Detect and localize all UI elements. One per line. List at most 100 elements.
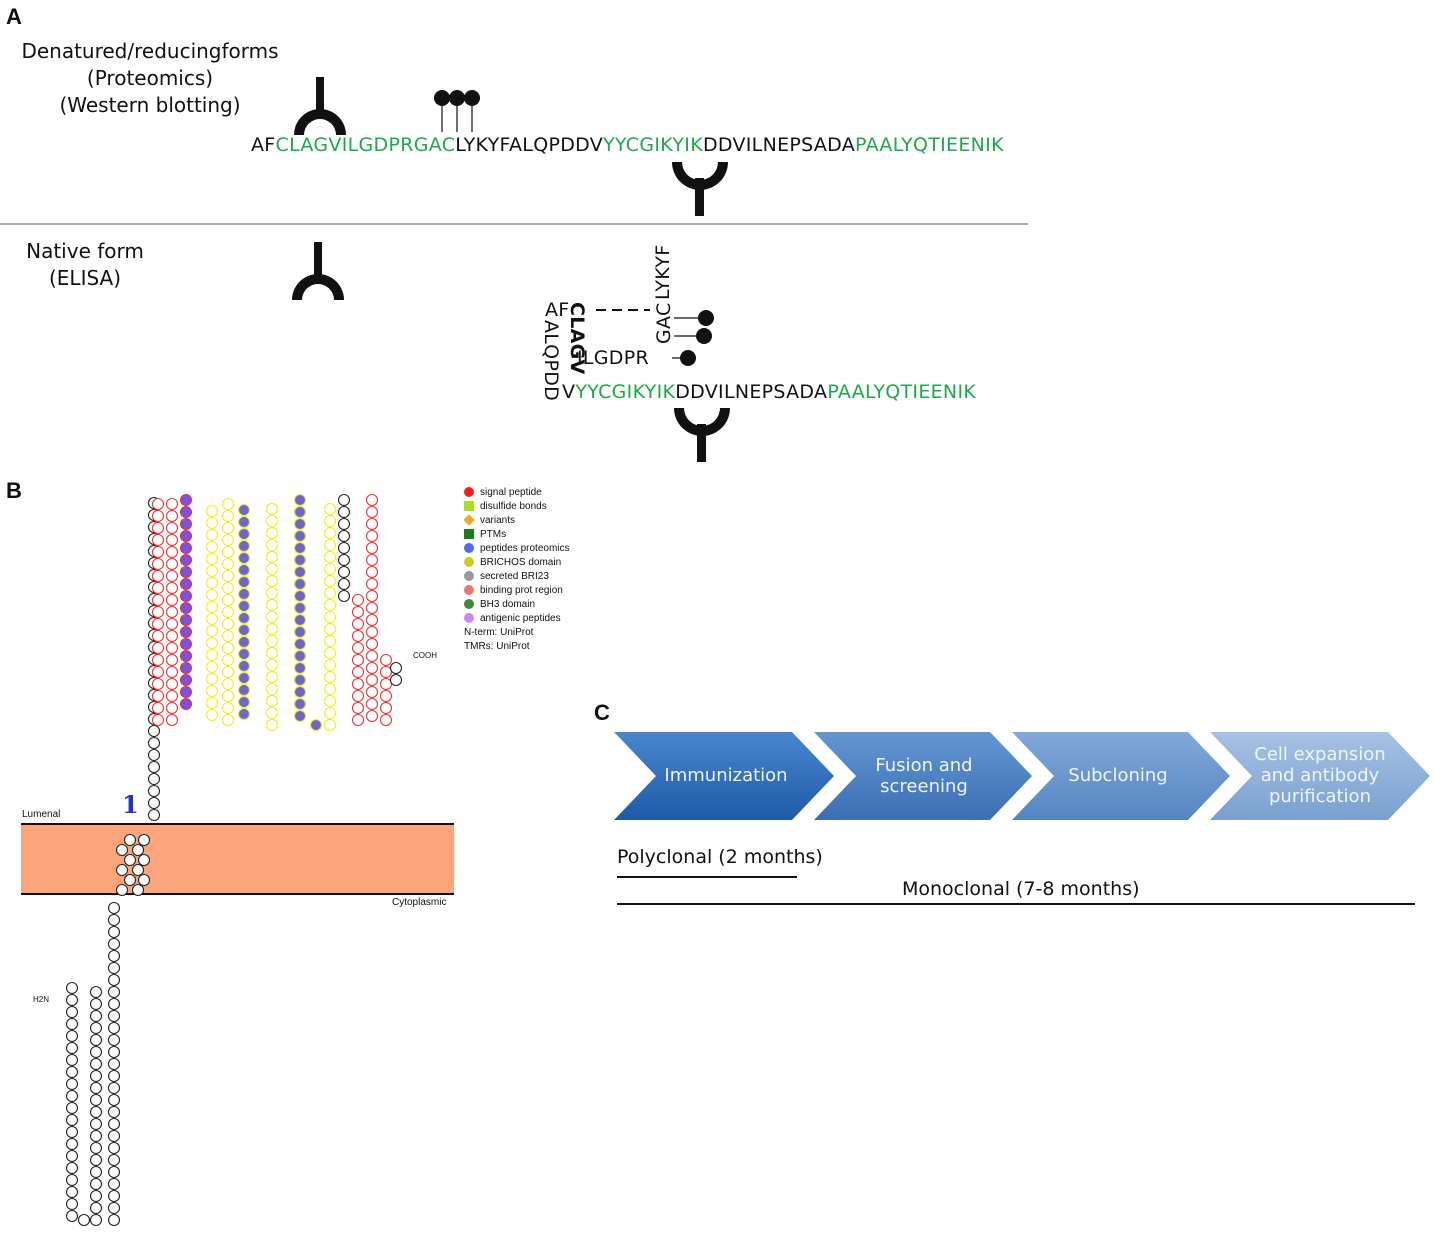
residue-icon [323, 574, 337, 588]
residue-icon [351, 713, 365, 727]
step-label-4: Cell expansion and antibody purification [1254, 744, 1386, 807]
seq-seg-3: LYKYFALQPDDV [455, 134, 604, 156]
residue-icon [89, 1093, 103, 1107]
residue-icon [165, 557, 179, 571]
residue-icon [115, 883, 129, 897]
residue-icon [151, 713, 165, 727]
residue-icon [351, 593, 365, 607]
legend-item: signal peptide [464, 485, 570, 499]
native-yycgikyik: YYCGIKYIK [575, 381, 676, 403]
residue-icon [205, 648, 219, 662]
residue-icon [89, 997, 103, 1011]
legend-swatch-icon [464, 529, 474, 539]
residue-icon [323, 550, 337, 564]
residue-icon [237, 659, 251, 673]
residue-icon [205, 588, 219, 602]
residue-icon [205, 576, 219, 590]
residue-icon [151, 509, 165, 523]
panel-label-b: B [6, 478, 22, 503]
residue-icon [351, 629, 365, 643]
step-label-3: Subcloning [1068, 765, 1168, 786]
residue-icon [265, 718, 279, 732]
residue-icon [107, 937, 121, 951]
residue-icon [365, 505, 379, 519]
residue-icon [179, 577, 193, 591]
residue-icon [107, 1201, 121, 1215]
residue-icon [379, 677, 393, 691]
residue-icon [379, 713, 393, 727]
residue-icon [365, 613, 379, 627]
residue-icon [379, 701, 393, 715]
linear-sequence: AFCLAGVILGDPRGACLYKYFALQPDDVYYCGIKYIKDDV… [251, 134, 1004, 156]
native-af: AF [545, 299, 570, 321]
legend-label: variants [480, 514, 516, 526]
legend-item: variants [463, 513, 570, 527]
residue-icon [365, 565, 379, 579]
residue-icon [165, 677, 179, 691]
native-ilgdpr: ILGDPR [577, 347, 650, 369]
residue-icon [89, 985, 103, 999]
residue-icon [205, 552, 219, 566]
residue-icon [293, 661, 307, 675]
legend-label: signal peptide [480, 486, 542, 498]
residue-icon [165, 521, 179, 535]
residue-icon [293, 505, 307, 519]
residue-icon [323, 514, 337, 528]
residue-icon [65, 1185, 79, 1199]
residue-icon [365, 637, 379, 651]
residue-icon [365, 709, 379, 723]
residue-icon [323, 586, 337, 600]
residue-icon [151, 581, 165, 595]
residue-icon [107, 1129, 121, 1143]
residue-icon [123, 853, 137, 867]
legend-label: BRICHOS domain [480, 556, 562, 568]
residue-icon [89, 1057, 103, 1071]
residue-icon [131, 843, 145, 857]
native-lykyf: LYKYF [652, 244, 674, 301]
residue-icon [265, 586, 279, 600]
legend-item: PTMs [464, 527, 570, 541]
residue-icon [65, 1089, 79, 1103]
antibody-icon-native-right [674, 408, 730, 462]
antibody-icon-native-left [292, 242, 344, 300]
residue-icon [89, 1021, 103, 1035]
residue-icon [205, 540, 219, 554]
residue-icon [179, 565, 193, 579]
residue-icon [107, 1213, 121, 1227]
residue-icon [179, 493, 193, 507]
residue-icon [337, 493, 351, 507]
residue-icon [365, 529, 379, 543]
legend-note: TMRs: UniProt [464, 640, 530, 652]
residue-icon [147, 736, 161, 750]
residue-icon [221, 545, 235, 559]
residue-icon [293, 685, 307, 699]
residue-icon [65, 1077, 79, 1091]
residue-icon [221, 677, 235, 691]
residue-icon [165, 533, 179, 547]
residue-icon [179, 529, 193, 543]
residue-icon [165, 497, 179, 511]
residue-icon [205, 516, 219, 530]
native-alqpdd: ALQPDD [540, 320, 562, 402]
residue-icon [337, 589, 351, 603]
residue-icon [165, 629, 179, 643]
legend-swatch-icon [463, 514, 475, 526]
seq-seg-6: PAALYQTIEENIK [855, 134, 1004, 156]
residue-icon [107, 1033, 121, 1047]
residue-icon [265, 634, 279, 648]
monoclonal-label: Monoclonal (7-8 months) [902, 878, 1140, 900]
residue-icon [151, 521, 165, 535]
residue-icon [165, 605, 179, 619]
glycosylation-icon-denatured [434, 90, 480, 132]
residue-icon [221, 617, 235, 631]
antibody-icon-denatured-right [672, 162, 728, 216]
residue-icon [179, 553, 193, 567]
residue-icon [237, 587, 251, 601]
residue-icon [137, 833, 151, 847]
legend-swatch-icon [464, 585, 474, 595]
residue-icon [351, 689, 365, 703]
residue-icon [323, 634, 337, 648]
residue-icon [221, 665, 235, 679]
residue-icon [107, 1189, 121, 1203]
